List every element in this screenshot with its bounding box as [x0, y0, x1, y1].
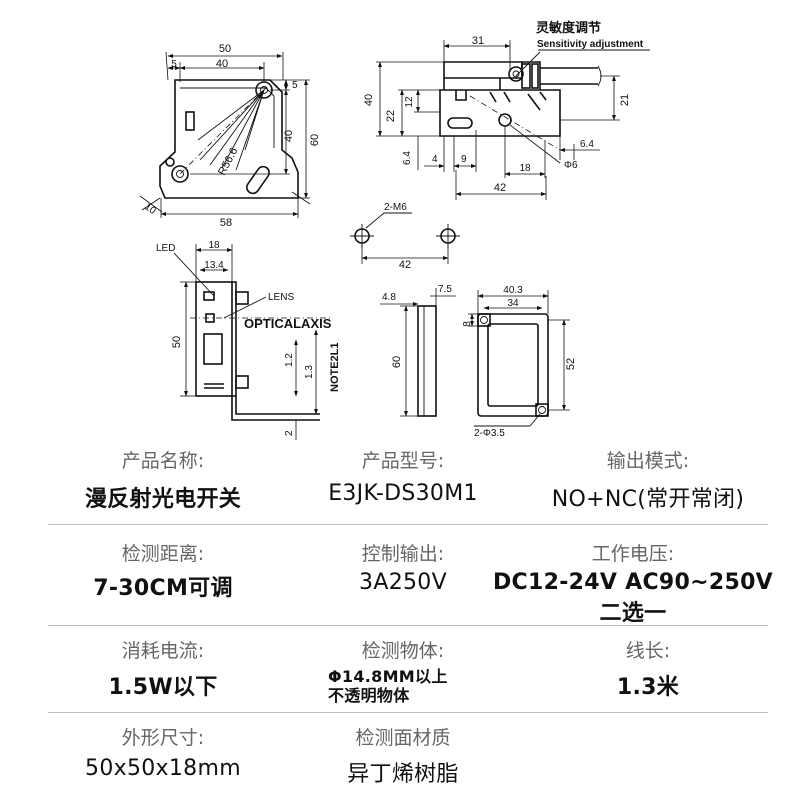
mount-holes-label: 2-M6: [384, 202, 407, 213]
dim-21: 21: [619, 94, 631, 106]
spec-label: 输出模式:: [606, 450, 690, 472]
dim-9: 9: [461, 154, 467, 165]
spec-label: 检测面材质: [355, 727, 451, 749]
dim-4: 4: [432, 154, 438, 165]
dim-13-4: 13.4: [204, 260, 224, 271]
technical-drawings: 50 5 40 5 40 60 R56.6 10 58 灵敏度调节 Sensit…: [139, 20, 650, 440]
spec-label: 线长:: [625, 640, 671, 662]
back-plate-view: 40.3 34 8 52 2-Φ3.5: [462, 285, 577, 439]
dim-1-3: 1.3: [304, 365, 315, 379]
dim-1-2: 1.2: [284, 353, 295, 367]
spec-value: 漫反射光电开关: [84, 487, 242, 512]
spec-row: 产品名称: 漫反射光电开关 产品型号: E3JK-DS30M1 输出模式: NO…: [48, 440, 768, 525]
led-label: LED: [156, 243, 175, 254]
mounting-holes-view: 2-M6 42: [350, 202, 460, 271]
dim-40: 40: [216, 58, 228, 70]
dim-5-vertical: 5: [292, 80, 298, 91]
dim-6-4-right: 6.4: [580, 139, 594, 150]
spec-value: DC12-24V AC90~250V: [492, 570, 774, 595]
dim-8: 8: [462, 321, 473, 327]
spec-value-line2: 不透明物体: [328, 686, 410, 705]
dim-52: 52: [565, 358, 577, 370]
sensitivity-note-en: Sensitivity adjustment: [537, 39, 644, 50]
dim-r56-6: R56.6: [216, 146, 240, 178]
dim-42-mount: 42: [399, 259, 411, 271]
back-holes-label: 2-Φ3.5: [474, 428, 505, 439]
dim-60-side: 60: [391, 356, 403, 368]
spec-value: 50x50x18mm: [85, 756, 241, 781]
spec-cell-dimensions: 外形尺寸: 50x50x18mm: [48, 723, 278, 781]
dim-40-side: 40: [363, 94, 375, 106]
dim-12: 12: [404, 96, 415, 108]
dim-18-front: 18: [208, 240, 220, 251]
spec-row: 消耗电流: 1.5W以下 检测物体: Φ14.8MM以上 不透明物体 线长: 1…: [48, 626, 768, 713]
spec-value: 7-30CM可调: [93, 576, 233, 601]
spec-row: 外形尺寸: 50x50x18mm 检测面材质 异丁烯树脂: [48, 713, 768, 793]
spec-cell-voltage: 工作电压: DC12-24V AC90~250V 二选一: [488, 539, 778, 627]
dim-40-3: 40.3: [503, 285, 523, 296]
spec-value: 3A250V: [359, 570, 447, 595]
lens-label: LENS: [268, 292, 294, 303]
spec-value: 异丁烯树脂: [347, 762, 459, 787]
spec-row: 检测距离: 7-30CM可调 控制输出: 3A250V 工作电压: DC12-2…: [48, 525, 773, 626]
spec-cell-consumption: 消耗电流: 1.5W以下: [48, 636, 278, 701]
dim-34: 34: [507, 298, 519, 309]
dim-10: 10: [142, 201, 158, 217]
dim-60: 60: [309, 134, 321, 146]
spec-cell-model: 产品型号: E3JK-DS30M1: [288, 446, 518, 506]
spec-value: 1.5W以下: [108, 675, 218, 700]
spec-value: Φ14.8MM以上: [328, 667, 448, 686]
dim-42-side: 42: [494, 182, 506, 194]
spec-cell-control-output: 控制输出: 3A250V: [288, 539, 518, 595]
dim-6-4-left: 6.4: [402, 151, 413, 165]
dim-2: 2: [284, 430, 295, 436]
sensor-front-view: LED 18 13.4 50 LENS OPTICALAXIS 1.2 1.3 …: [156, 240, 341, 440]
spec-label: 产品名称:: [121, 450, 205, 472]
spec-label: 消耗电流:: [121, 640, 205, 662]
dim-phi6: Φ6: [564, 160, 578, 171]
sensitivity-note-cn: 灵敏度调节: [536, 20, 601, 35]
dim-22: 22: [385, 110, 397, 122]
dim-18: 18: [519, 163, 531, 174]
spec-cell-product-name: 产品名称: 漫反射光电开关: [48, 446, 278, 513]
sensor-side-view: 灵敏度调节 Sensitivity adjustment 31 40 22: [363, 20, 650, 200]
spec-cell-distance: 检测距离: 7-30CM可调: [48, 539, 278, 602]
spec-value: 1.3米: [616, 675, 680, 700]
spec-label: 产品型号:: [361, 450, 445, 472]
spec-label: 外形尺寸:: [121, 727, 205, 749]
spec-value-line2: 二选一: [599, 601, 667, 626]
spec-value: E3JK-DS30M1: [328, 481, 478, 506]
spec-label: 检测物体:: [361, 640, 445, 662]
dim-31: 31: [472, 35, 484, 47]
dim-50: 50: [219, 43, 231, 55]
spec-cell-cable-length: 线长: 1.3米: [528, 636, 768, 701]
dim-4-8: 4.8: [382, 292, 396, 303]
spec-label: 检测距离:: [121, 543, 205, 565]
optical-axis-label: OPTICALAXIS: [244, 316, 332, 331]
spec-table: 产品名称: 漫反射光电开关 产品型号: E3JK-DS30M1 输出模式: NO…: [48, 440, 773, 793]
spec-cell-output-mode: 输出模式: NO+NC(常开常闭): [528, 446, 768, 513]
spec-cell-detect-object: 检测物体: Φ14.8MM以上 不透明物体: [288, 636, 518, 705]
spec-cell-material: 检测面材质 异丁烯树脂: [288, 723, 518, 788]
bracket-top-view: 50 5 40 5 40 60 R56.6 10 58: [139, 43, 321, 229]
spec-value: NO+NC(常开常闭): [551, 487, 745, 512]
note-label: NOTE2L1: [329, 342, 341, 392]
spec-value-block: Φ14.8MM以上 不透明物体: [328, 667, 478, 705]
dim-7-5: 7.5: [438, 284, 452, 295]
spec-label: 控制输出:: [361, 543, 445, 565]
dim-50-front: 50: [171, 336, 183, 348]
dim-58: 58: [220, 217, 232, 229]
spec-label: 工作电压:: [591, 543, 675, 565]
dim-5: 5: [171, 59, 177, 70]
side-plate-view: 4.8 7.5 60: [380, 284, 456, 417]
dim-40-vertical: 40: [283, 130, 295, 142]
